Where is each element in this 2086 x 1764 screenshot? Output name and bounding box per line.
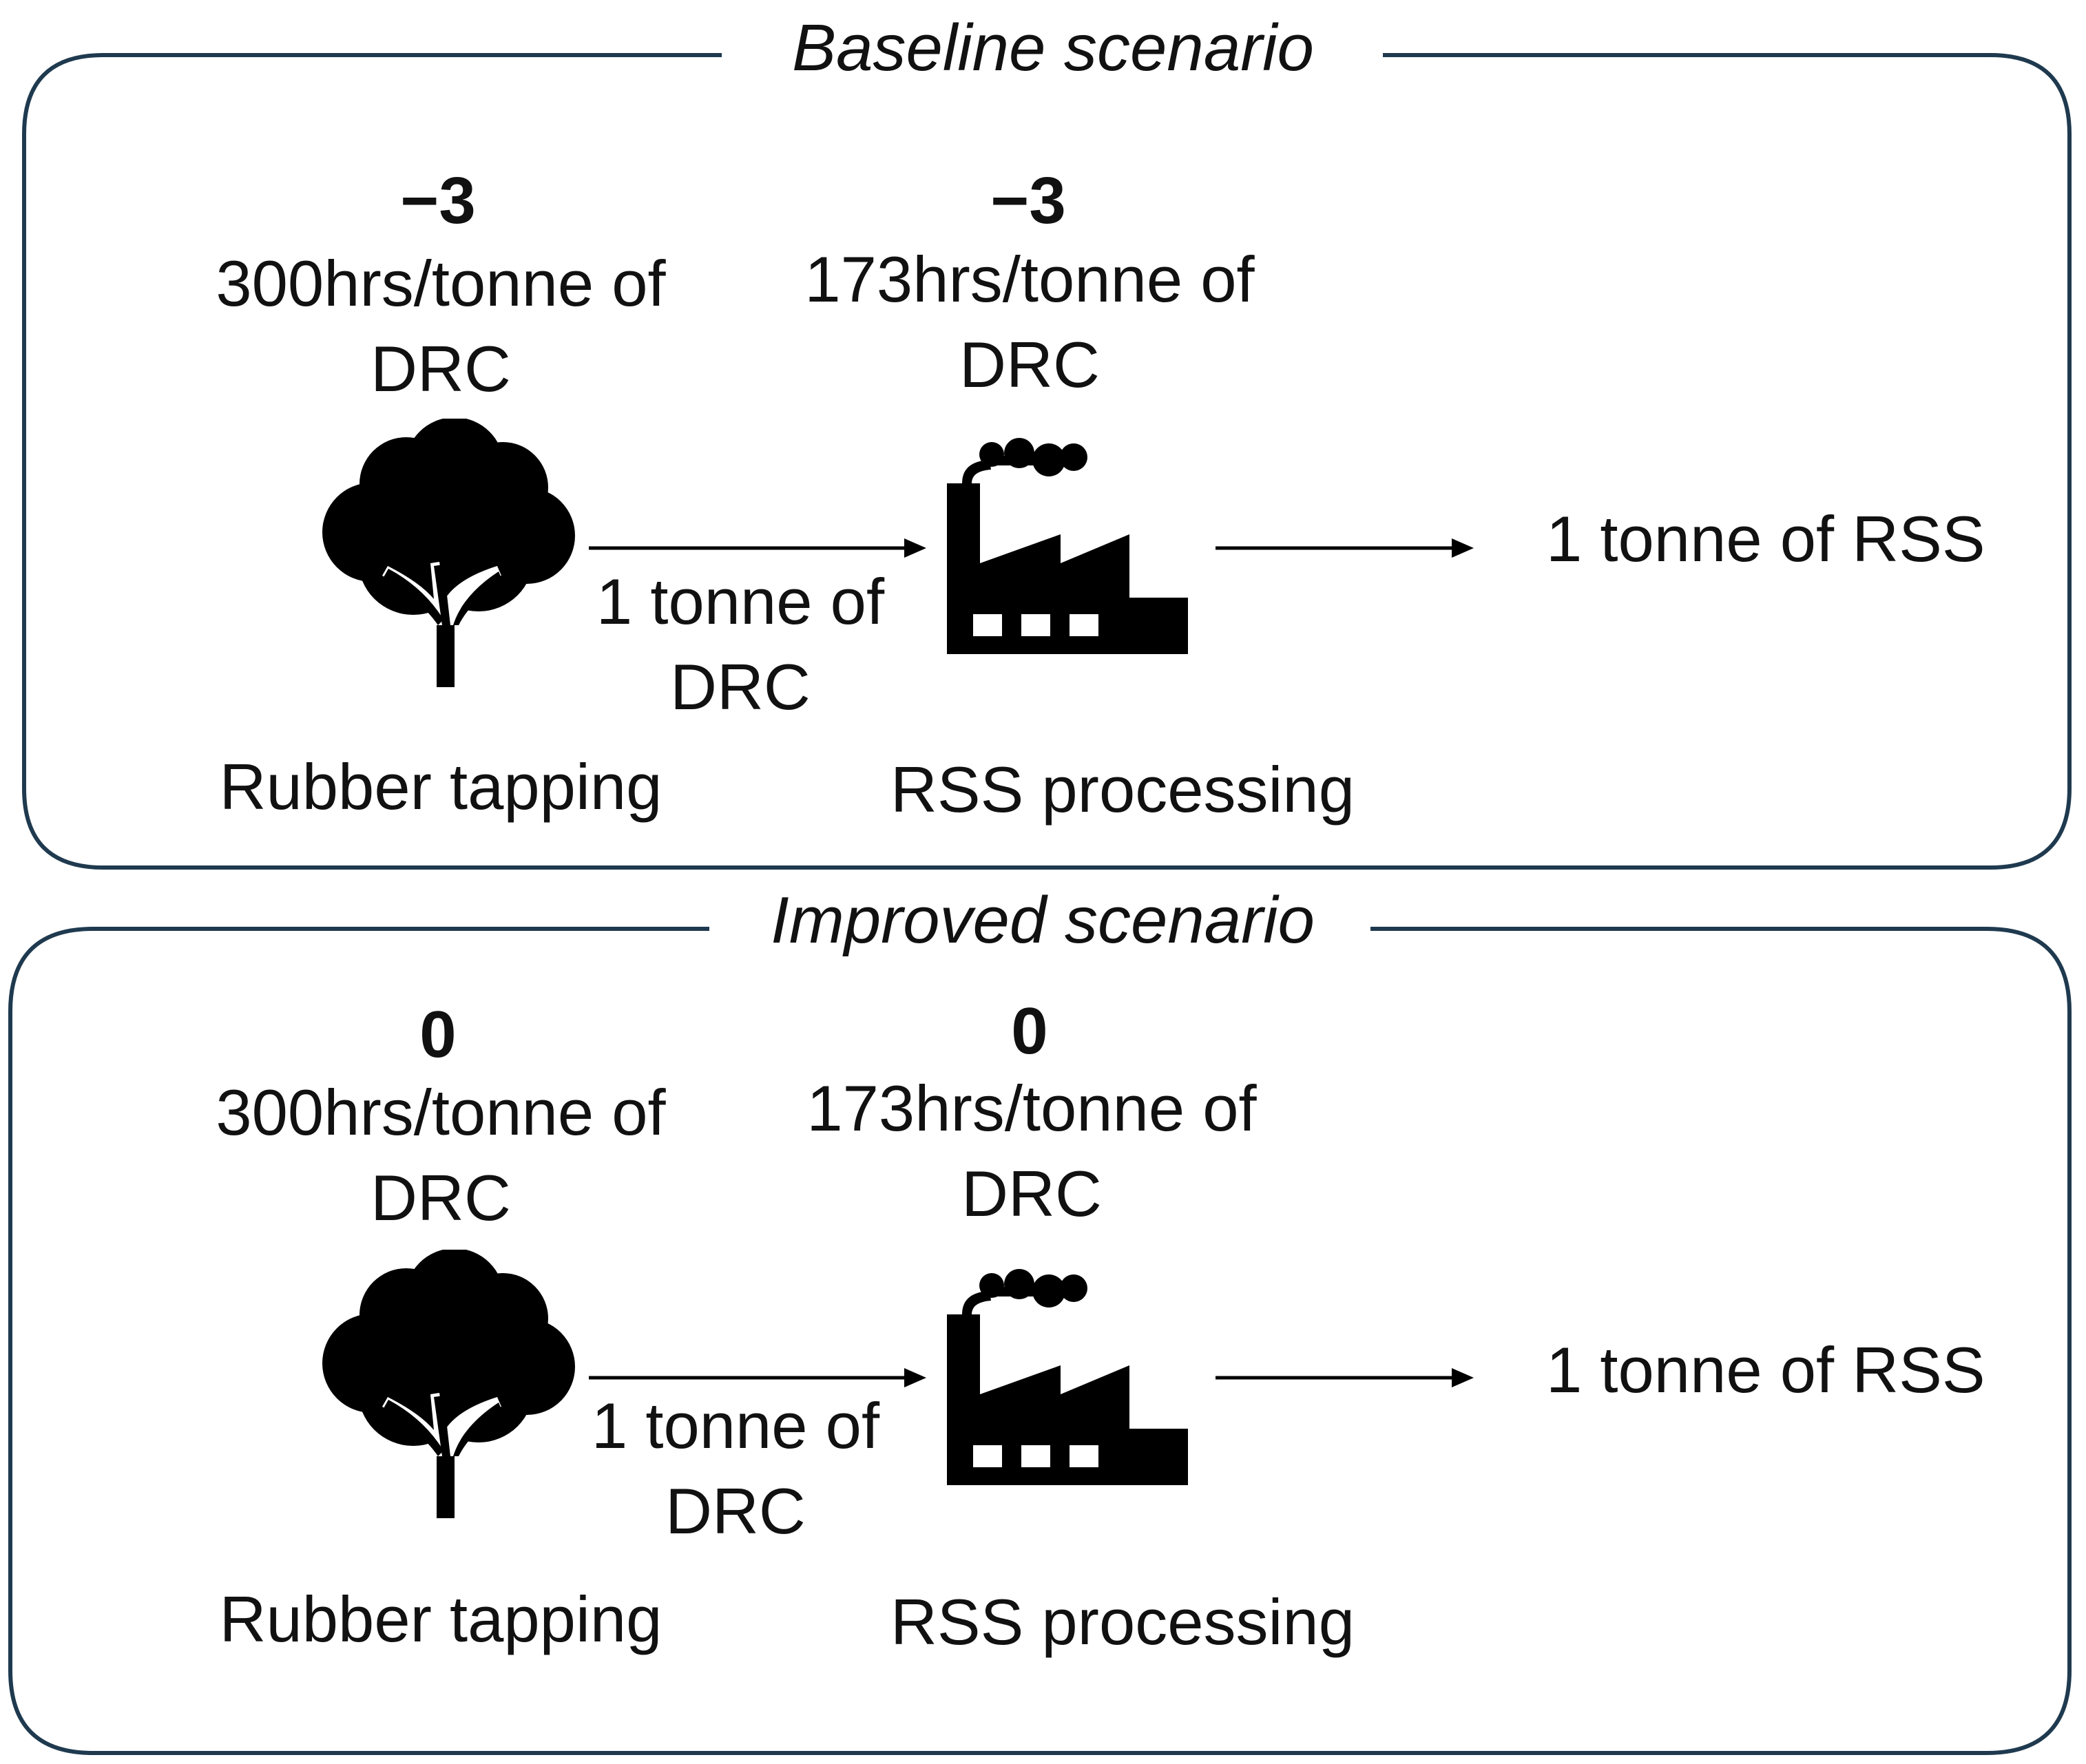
processing-score: 0 — [1011, 994, 1048, 1068]
baseline-title: Baseline scenario — [792, 11, 1314, 85]
baseline-scenario-frame — [22, 53, 2072, 870]
flow-label: 1 tonne of DRC — [591, 1389, 880, 1547]
processing-hours: 173hrs/tonne of DRC — [804, 243, 1255, 401]
tree-icon — [317, 419, 578, 687]
improved-scenario-panel: Improved scenario 0 300hrs/tonne of DRC … — [0, 882, 2086, 1764]
improved-scenario-frame — [8, 888, 2072, 1755]
output-label: 1 tonne of RSS — [1546, 1334, 1985, 1406]
processing-hours: 173hrs/tonne of DRC — [806, 1072, 1257, 1230]
improved-title: Improved scenario — [771, 883, 1315, 957]
output-label: 1 tonne of RSS — [1546, 503, 1985, 575]
tree-icon — [317, 1250, 578, 1518]
tapping-stage-label: Rubber tapping — [219, 1583, 663, 1655]
processing-stage-label: RSS processing — [890, 753, 1355, 826]
tapping-score: −3 — [400, 164, 476, 238]
factory-icon — [947, 434, 1188, 654]
factory-icon — [947, 1265, 1188, 1485]
tapping-hours: 300hrs/tonne of DRC — [216, 247, 666, 405]
flow-label: 1 tonne of DRC — [596, 565, 885, 723]
flow-arrow — [589, 538, 926, 558]
processing-score: −3 — [990, 164, 1066, 238]
tapping-hours: 300hrs/tonne of DRC — [216, 1076, 666, 1234]
tapping-stage-label: Rubber tapping — [219, 750, 663, 823]
baseline-scenario-panel: Baseline scenario −3 300hrs/tonne of DRC… — [22, 11, 2072, 870]
output-arrow — [1216, 1368, 1474, 1387]
processing-stage-label: RSS processing — [890, 1586, 1355, 1658]
output-arrow — [1216, 538, 1474, 558]
tapping-score: 0 — [419, 998, 457, 1071]
flow-arrow — [589, 1368, 926, 1387]
